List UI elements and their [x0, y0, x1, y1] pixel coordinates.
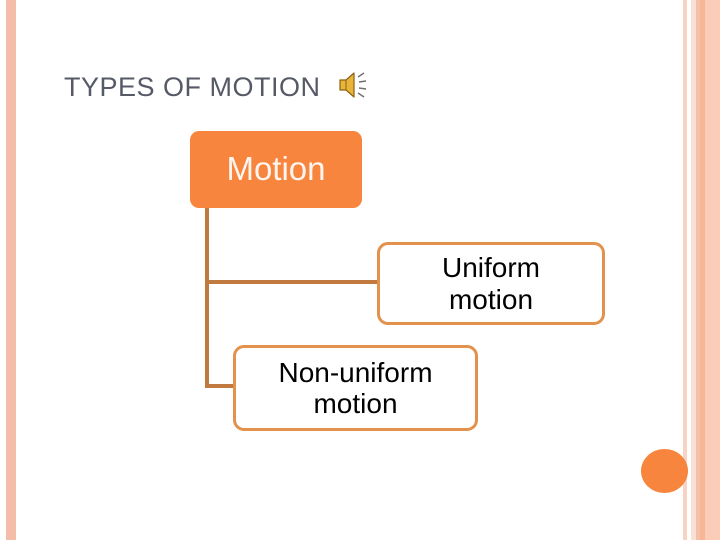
diagram-node-non-uniform-motion-label: Non-uniform motion	[278, 357, 432, 420]
diagram-node-motion[interactable]: Motion	[190, 131, 362, 208]
connector-trunk	[205, 208, 209, 388]
right-edge-stripe-1	[683, 0, 687, 540]
connector-to-non-uniform	[205, 384, 237, 388]
non-uniform-line-2: motion	[313, 388, 398, 419]
uniform-line-2: motion	[448, 283, 534, 315]
diagram-node-motion-label: Motion	[226, 150, 326, 188]
left-edge-stripe	[6, 0, 16, 540]
uniform-line-1: Uniform	[441, 252, 540, 284]
connector-to-uniform	[205, 280, 379, 284]
right-edge-stripe-4	[700, 0, 705, 540]
page-title: TYPES OF MOTION	[64, 72, 321, 102]
diagram-node-uniform-motion[interactable]: Uniform motion	[377, 242, 605, 325]
diagram-node-non-uniform-motion[interactable]: Non-uniform motion	[233, 345, 478, 431]
right-edge-stripe-5	[705, 0, 720, 540]
right-edge-stripe-2	[691, 0, 696, 540]
speaker-icon[interactable]	[336, 68, 376, 102]
right-edge-stripe-3	[696, 0, 700, 540]
diagram-node-uniform-motion-label: Uniform motion	[442, 252, 540, 315]
non-uniform-line-1: Non-uniform	[278, 356, 433, 388]
accent-dot	[641, 449, 688, 493]
